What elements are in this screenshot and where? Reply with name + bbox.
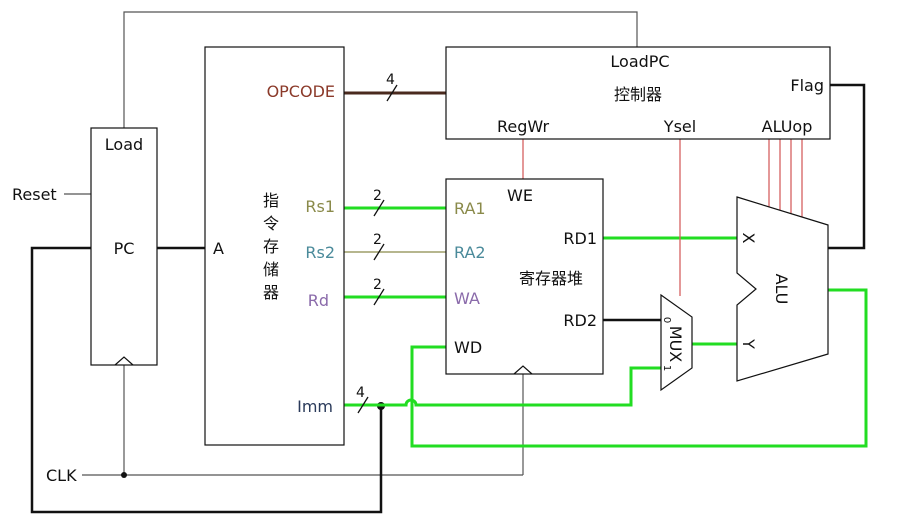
ra2-label: RA2 <box>454 243 486 262</box>
wd-label: WD <box>454 338 482 357</box>
pc-load-label: Load <box>105 135 143 154</box>
bus-slash <box>373 288 385 306</box>
pc-clock-triangle <box>114 356 134 366</box>
imem-title-char: 令 <box>263 214 279 233</box>
bus-width-rs1: 2 <box>373 188 382 204</box>
rs1-label: Rs1 <box>305 197 335 216</box>
rd2-label: RD2 <box>563 311 597 330</box>
wa-label: WA <box>454 289 480 308</box>
bus-slashes <box>357 84 398 414</box>
reset-label: Reset <box>12 185 57 204</box>
pc-label: PC <box>114 239 135 258</box>
green-wires <box>344 206 868 448</box>
ysel-label: Ysel <box>663 117 696 136</box>
regwr-label: RegWr <box>497 117 550 136</box>
mux-in1-label: 1 <box>661 365 672 371</box>
ra1-label: RA1 <box>454 199 486 218</box>
instruction-memory <box>204 46 345 446</box>
alu-label: ALU <box>772 274 791 305</box>
alu-result-wire <box>410 288 868 448</box>
alu-x-label: X <box>739 233 758 244</box>
pc-block <box>90 127 158 366</box>
bus-slash <box>386 84 398 102</box>
bus-width-opcode: 4 <box>386 72 395 88</box>
imem-title-char: 器 <box>263 283 279 302</box>
flag-wire <box>828 83 866 250</box>
bus-slash <box>373 199 385 217</box>
mux-block <box>660 293 693 392</box>
red-wires <box>522 139 803 296</box>
imem-addr-label: A <box>213 239 224 258</box>
bus-width-rd: 2 <box>373 277 382 293</box>
rs2-label: Rs2 <box>305 243 335 262</box>
mux-label: MUX <box>666 326 685 363</box>
imem-title-char: 指 <box>263 191 279 210</box>
junction-dot <box>121 472 127 478</box>
bus-slash <box>373 243 385 261</box>
controller-title: 控制器 <box>614 85 662 104</box>
clk-label: CLK <box>46 466 77 485</box>
bus-slash <box>357 396 369 414</box>
regfile-title: 寄存器堆 <box>519 269 583 288</box>
alu-y-label: Y <box>739 338 758 349</box>
rd-label: Rd <box>308 291 329 310</box>
imem-title: 指 令 存 储 器 <box>263 191 279 302</box>
rd1-label: RD1 <box>563 229 597 248</box>
flag-label: Flag <box>790 76 824 95</box>
rf-clock-triangle <box>513 365 533 375</box>
loadpc-label: LoadPC <box>610 52 669 71</box>
bus-width-imm: 4 <box>356 385 365 401</box>
controller-block <box>445 46 831 140</box>
gray-wires <box>64 11 638 476</box>
imm-label: Imm <box>297 397 333 416</box>
aluop-label: ALUop <box>762 117 813 136</box>
black-wires <box>30 83 866 514</box>
bus-width-rs2: 2 <box>373 232 382 248</box>
imem-title-char: 储 <box>263 260 279 279</box>
mux-in0-label: 0 <box>661 317 672 323</box>
pc-feedback-wire <box>30 246 383 514</box>
imem-title-char: 存 <box>263 237 279 256</box>
loadpc-wire <box>123 11 638 128</box>
opcode-label: OPCODE <box>267 82 335 101</box>
we-label: WE <box>507 186 533 205</box>
register-file <box>445 178 604 375</box>
alu-block <box>736 196 829 382</box>
